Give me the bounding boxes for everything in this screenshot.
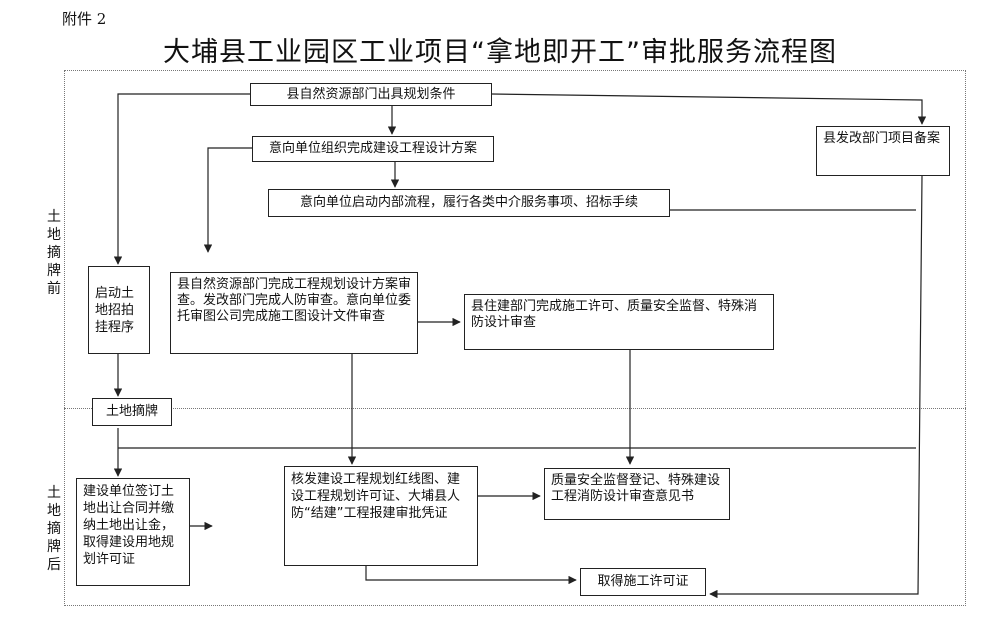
box-plan-review: 县自然资源部门完成工程规划设计方案审查。发改部门完成人防审查。意向单位委托审图公…	[170, 272, 418, 354]
stage-char: 摘	[47, 521, 61, 537]
box-project-filing: 县发改部门项目备案	[816, 126, 950, 176]
box-construction-permit-review: 县住建部门完成施工许可、质量安全监督、特殊消防设计审查	[464, 294, 774, 350]
stage-divider	[64, 408, 966, 409]
box-final-permit: 取得施工许可证	[580, 568, 706, 596]
page-title: 大埔县工业园区工业项目“拿地即开工”审批服务流程图	[163, 37, 837, 68]
arrow-to-plan-review	[203, 147, 252, 253]
stage-char: 土	[47, 209, 61, 225]
box-issue-permits: 核发建设工程规划红线图、建设工程规划许可证、大埔县人防“结建”工程报建审批凭证	[284, 466, 478, 566]
stage-char: 牌	[47, 263, 61, 279]
arrow-to-filing	[491, 93, 927, 125]
box-land-contract: 建设单位签订土地出让合同并缴纳土地出让金，取得建设用地规划许可证	[76, 478, 190, 586]
stage-char: 牌	[47, 539, 61, 555]
stage-char: 后	[47, 557, 61, 573]
box-design-scheme: 意向单位组织完成建设工程设计方案	[252, 136, 494, 162]
box-land-delisting: 土地摘牌	[92, 398, 172, 426]
box-quality-registration: 质量安全监督登记、特殊建设工程消防设计审查意见书	[544, 468, 730, 520]
box-land-auction: 启动土地招拍挂程序	[88, 266, 150, 354]
annex-label: 附件 2	[62, 10, 107, 28]
stage-char: 地	[47, 503, 61, 519]
stage-char: 摘	[47, 245, 61, 261]
stage-char: 地	[47, 227, 61, 243]
arrow-filing-to-final-permit	[709, 175, 923, 599]
box-planning-conditions: 县自然资源部门出具规划条件	[250, 83, 492, 106]
stage-char: 前	[47, 281, 61, 297]
stage-label-before: 土 地 摘 牌 前	[46, 208, 62, 298]
arrow-issue-to-final-permit	[365, 566, 577, 585]
stage-char: 土	[47, 485, 61, 501]
arrow-to-auction	[113, 93, 250, 265]
box-internal-process: 意向单位启动内部流程，履行各类中介服务事项、招标手续	[268, 189, 670, 217]
stage-label-after: 土 地 摘 牌 后	[46, 484, 62, 574]
flowchart-frame	[64, 70, 966, 606]
